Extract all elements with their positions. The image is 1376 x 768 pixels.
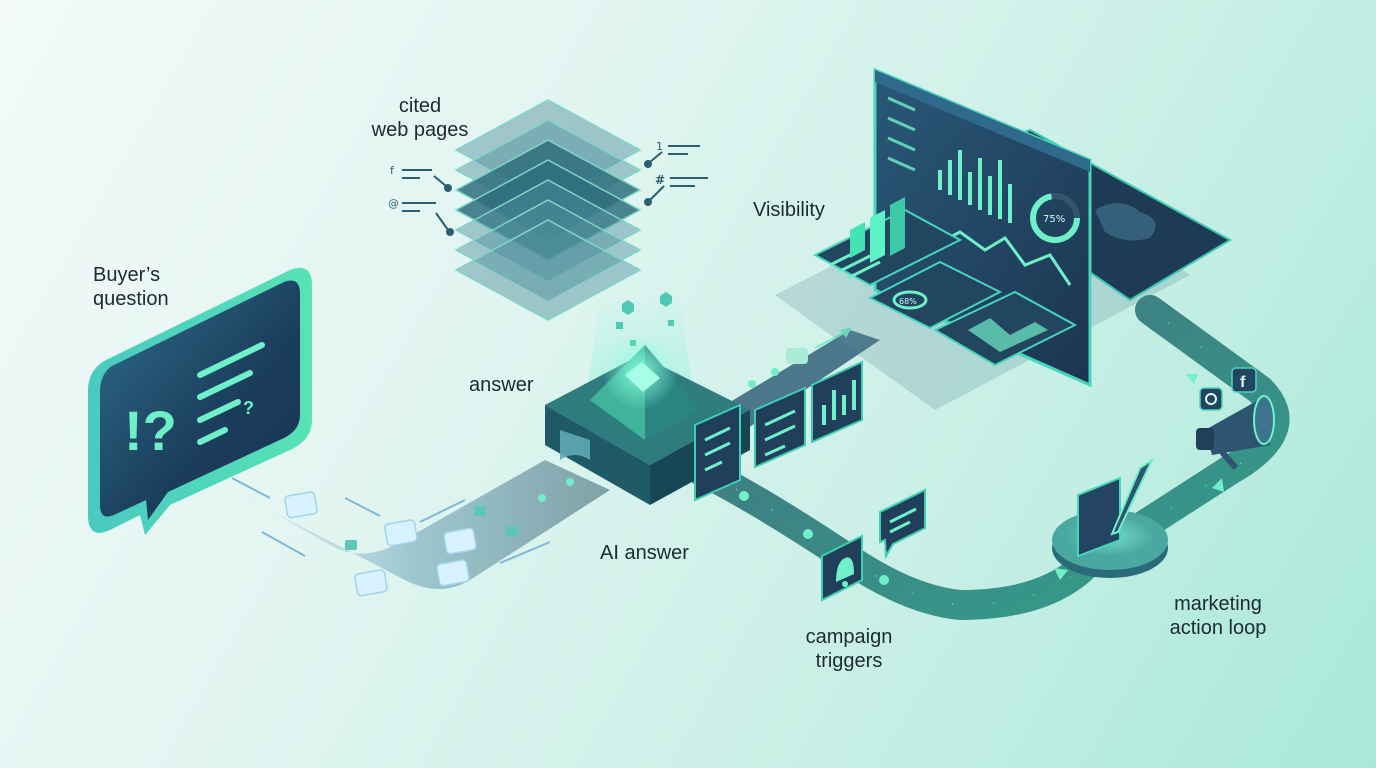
marketing-action-loop-line1: marketing xyxy=(1174,593,1262,615)
pen-icon xyxy=(1052,457,1168,578)
speech-bubble-icon: !? ? xyxy=(88,267,312,535)
question-marks: !? xyxy=(124,399,177,462)
small-question-mark: ? xyxy=(243,398,254,418)
page-layer xyxy=(454,199,642,301)
gauge-percent: 75% xyxy=(1043,214,1065,225)
cited-web-pages-line1: cited xyxy=(398,95,442,117)
f-glyph: f xyxy=(390,164,395,177)
cited-web-pages-label: cited web pages xyxy=(360,94,480,142)
bell-icon xyxy=(821,534,863,602)
social-icon: f xyxy=(1199,367,1257,411)
gauge-small: 68% xyxy=(899,297,917,306)
buyers-question-line2: question xyxy=(93,288,169,310)
at-glyph: @ xyxy=(388,197,399,210)
megaphone-icon xyxy=(1196,395,1275,470)
buyers-question-label: Buyer’s question xyxy=(93,263,169,311)
dashboard-icon: 75% 68% xyxy=(775,67,1233,410)
campaign-triggers-line1: campaign xyxy=(805,626,893,648)
page-layer xyxy=(454,219,642,321)
marketing-action-loop-label: marketing action loop xyxy=(1148,592,1288,640)
facebook-glyph: f xyxy=(1240,374,1246,391)
campaign-triggers-label: campaign triggers xyxy=(784,625,914,673)
page-layer xyxy=(454,159,642,261)
visibility-label: Visibility xyxy=(753,199,825,221)
buyers-question-line1: Buyer’s xyxy=(93,264,161,286)
ai-answer-label: AI answer xyxy=(600,542,689,564)
answer-label: answer xyxy=(469,374,534,396)
chat-icon xyxy=(879,488,926,560)
input-flow-path xyxy=(200,460,610,597)
cited-web-pages-line2: web pages xyxy=(371,119,469,141)
page-layer xyxy=(454,179,642,281)
marketing-action-loop-line2: action loop xyxy=(1169,617,1267,639)
campaign-triggers-line2: triggers xyxy=(815,650,883,672)
marketing-loop-path xyxy=(685,295,1290,621)
stacked-pages-icon: f @ 1 # xyxy=(388,99,708,321)
data-packets xyxy=(284,491,477,597)
answer-cards xyxy=(694,360,863,502)
one-glyph: 1 xyxy=(656,140,663,153)
hash-glyph: # xyxy=(655,173,665,187)
